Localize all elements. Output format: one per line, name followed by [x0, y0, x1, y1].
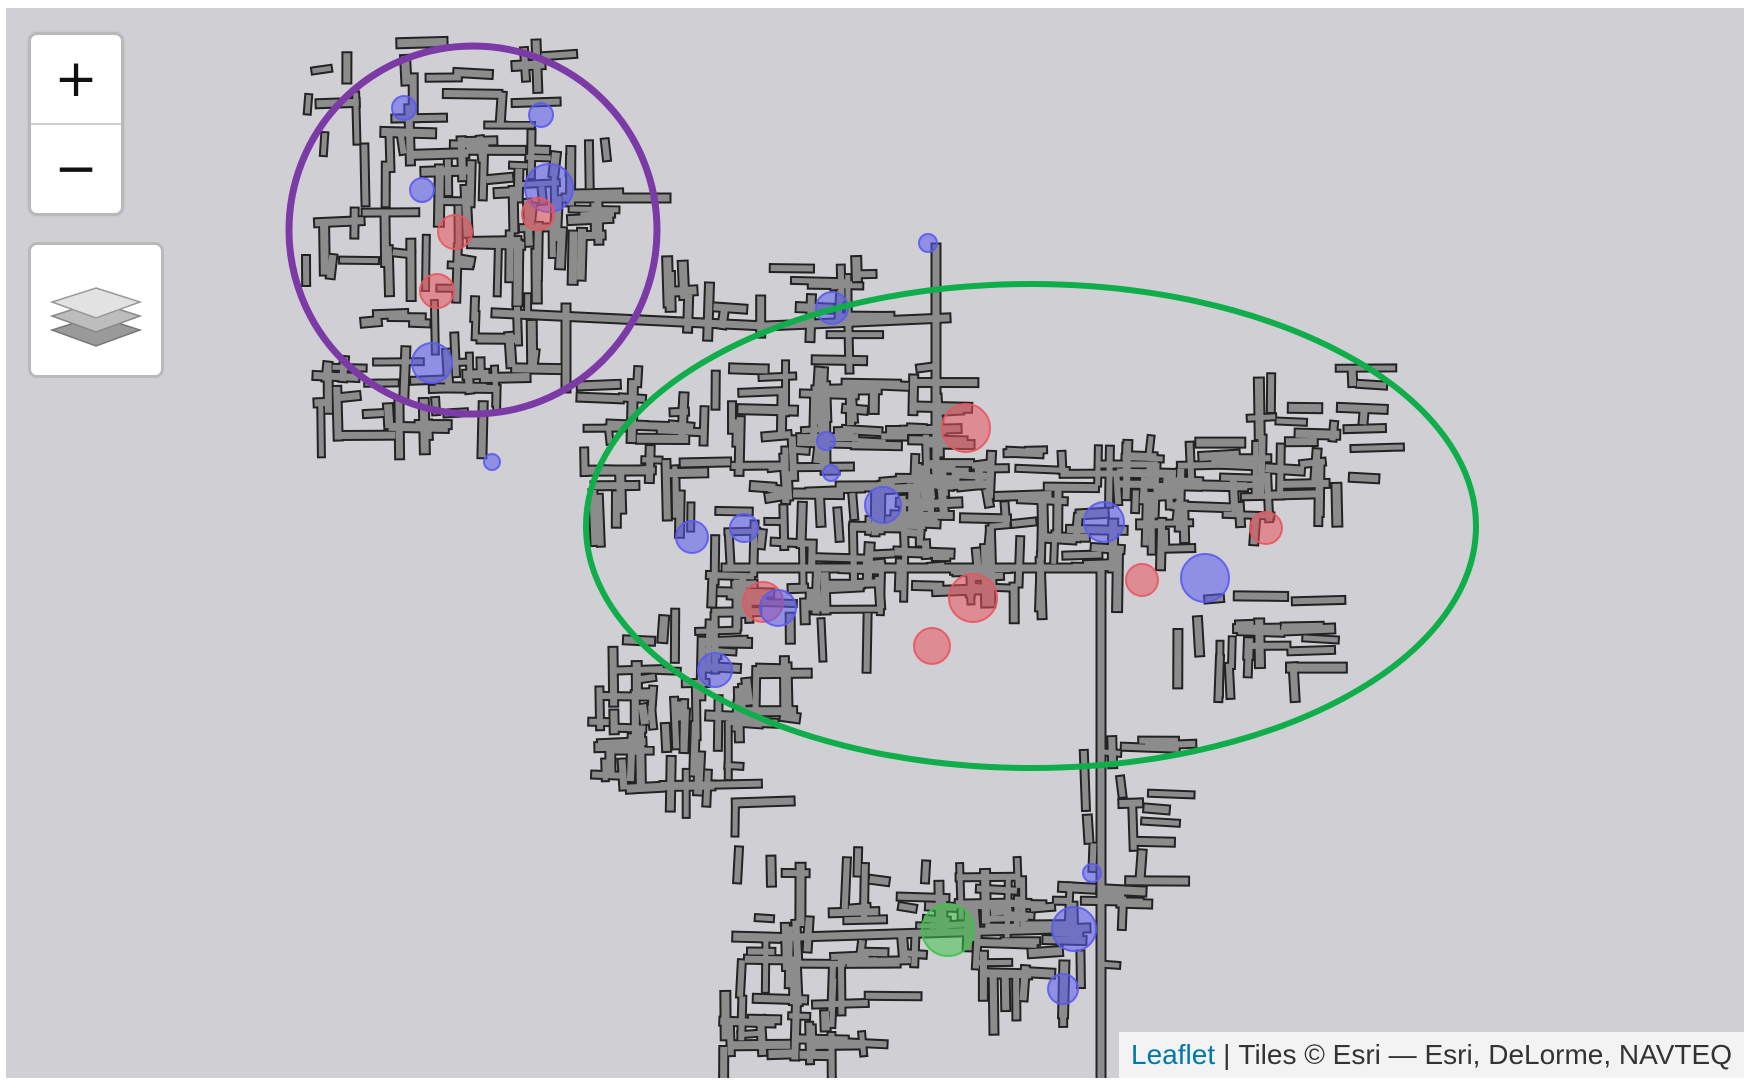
layers-button[interactable]	[28, 242, 164, 378]
red-marker[interactable]	[419, 273, 455, 309]
red-marker[interactable]	[941, 403, 991, 453]
red-marker[interactable]	[521, 197, 555, 231]
map-canvas[interactable]: + − Leaflet | Tiles © Esri — Esri, DeLor…	[6, 8, 1744, 1078]
red-marker[interactable]	[913, 627, 951, 665]
blue-marker[interactable]	[1051, 906, 1097, 952]
green-marker[interactable]	[921, 903, 975, 957]
zoom-control: + −	[28, 32, 124, 216]
blue-marker[interactable]	[864, 486, 902, 524]
layers-icon	[49, 287, 143, 347]
blue-marker[interactable]	[675, 520, 709, 554]
blue-marker[interactable]	[1083, 501, 1125, 543]
zoom-in-button[interactable]: +	[31, 35, 121, 125]
blue-marker[interactable]	[1180, 553, 1230, 603]
blue-marker[interactable]	[816, 431, 836, 451]
red-marker[interactable]	[1249, 511, 1283, 545]
blue-marker[interactable]	[759, 589, 797, 627]
blue-marker[interactable]	[411, 342, 453, 384]
map-overlay	[285, 42, 1479, 1005]
red-marker[interactable]	[437, 214, 473, 250]
blue-marker[interactable]	[729, 513, 759, 543]
blue-marker[interactable]	[483, 453, 501, 471]
blue-marker[interactable]	[697, 652, 733, 688]
attribution-separator: |	[1223, 1039, 1231, 1070]
blue-marker[interactable]	[1047, 973, 1079, 1005]
red-marker[interactable]	[948, 573, 998, 623]
blue-marker[interactable]	[1082, 863, 1102, 883]
purple-highlight-circle	[285, 42, 661, 418]
tiles-credit: Tiles © Esri — Esri, DeLorme, NAVTEQ	[1238, 1039, 1732, 1070]
zoom-out-button[interactable]: −	[54, 139, 98, 199]
blue-marker[interactable]	[391, 95, 417, 121]
blue-marker[interactable]	[409, 177, 435, 203]
blue-marker[interactable]	[918, 233, 938, 253]
attribution-bar: Leaflet | Tiles © Esri — Esri, DeLorme, …	[1119, 1032, 1744, 1078]
blue-marker[interactable]	[528, 102, 554, 128]
leaflet-link[interactable]: Leaflet	[1131, 1039, 1216, 1070]
blue-marker[interactable]	[822, 464, 840, 482]
red-marker[interactable]	[1125, 563, 1159, 597]
green-highlight-ellipse	[583, 281, 1479, 771]
